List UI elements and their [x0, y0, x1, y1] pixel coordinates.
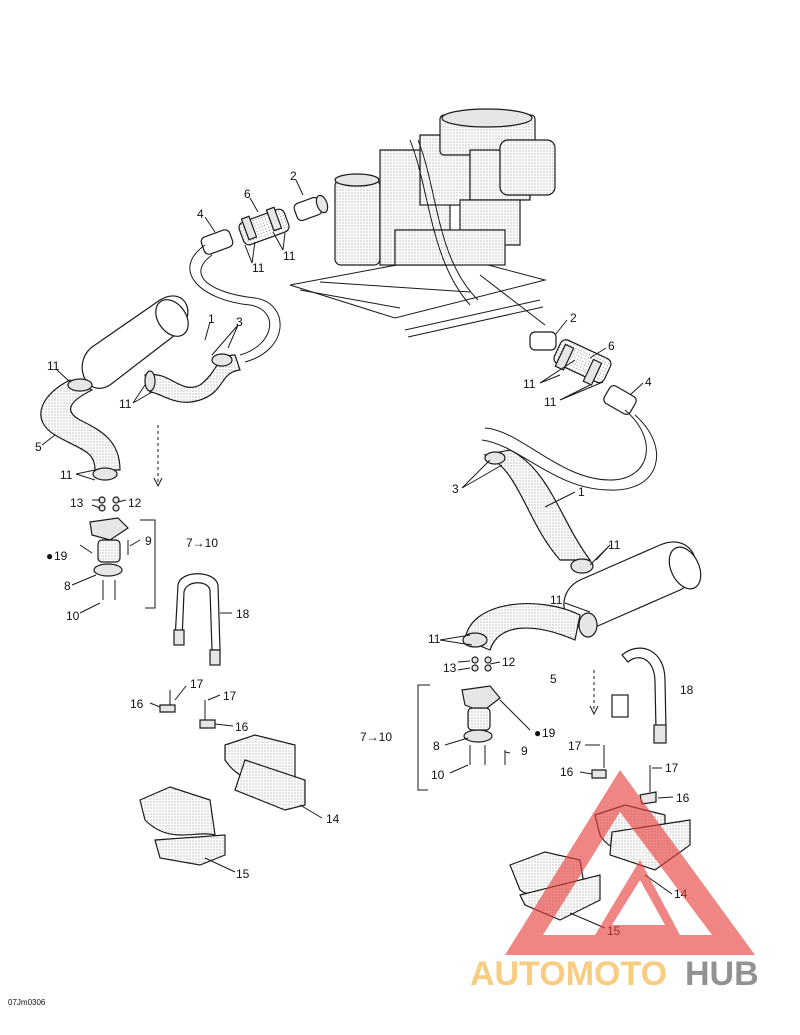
label-16-b: 16 [235, 720, 249, 734]
label-13-right: 13 [443, 661, 457, 675]
label-11-b: 11 [283, 249, 296, 263]
label-11-i: 11 [550, 593, 563, 607]
label-7-10-right: 7→10 [360, 730, 392, 744]
label-17-a: 17 [190, 677, 204, 691]
label-9-right: 9 [521, 744, 528, 758]
drop-icon: ● [534, 726, 541, 740]
label-4-right: 4 [645, 375, 652, 389]
label-4-left: 4 [197, 207, 204, 221]
label-16-d: 16 [676, 791, 690, 805]
label-11-c: 11 [47, 359, 60, 373]
label-7-10-left: 7→10 [186, 536, 218, 550]
label-2-right: 2 [570, 311, 577, 325]
label-11-e: 11 [60, 468, 73, 482]
drop-icon: ● [46, 549, 53, 563]
right-exhaust-hose-assembly [462, 331, 702, 651]
label-5-left: 5 [35, 440, 42, 454]
watermark-text-secondary: HUB [685, 955, 759, 993]
label-11-j: 11 [428, 632, 441, 646]
label-15-left: 15 [236, 867, 250, 881]
label-12-left: 12 [128, 496, 142, 510]
watermark-text-primary: AUTOMOTO [470, 955, 667, 993]
left-exhaust-hose-assembly [40, 194, 329, 488]
label-3-left: 3 [236, 315, 243, 329]
label-11-a: 11 [252, 261, 265, 275]
label-10-right: 10 [431, 768, 445, 782]
label-6-left: 6 [244, 187, 251, 201]
label-16-a: 16 [130, 697, 144, 711]
label-1-left: 1 [208, 312, 215, 326]
label-14-left: 14 [326, 812, 340, 826]
label-19-right: 19 [542, 726, 556, 740]
label-9-left: 9 [145, 534, 152, 548]
label-13-left: 13 [70, 496, 84, 510]
label-10-left: 10 [66, 609, 80, 623]
label-18-right: 18 [680, 683, 694, 697]
label-11-d: 11 [119, 397, 132, 411]
label-11-f: 11 [523, 377, 536, 391]
label-19-left: 19 [54, 549, 68, 563]
label-8-right: 8 [433, 739, 440, 753]
label-17-d: 17 [665, 761, 679, 775]
label-11-h: 11 [608, 538, 621, 552]
label-1-right: 1 [578, 485, 585, 499]
left-fitting-group [79, 496, 306, 866]
label-8-left: 8 [64, 579, 71, 593]
label-5-right: 5 [550, 672, 557, 686]
label-3-right: 3 [452, 482, 459, 496]
leader-lines [41, 179, 674, 929]
reference-code: 07Jm0306 [8, 998, 46, 1007]
label-2-left: 2 [290, 169, 297, 183]
label-16-c: 16 [560, 765, 574, 779]
engine-assembly [289, 108, 556, 338]
label-6-right: 6 [608, 339, 615, 353]
label-12-right: 12 [502, 655, 516, 669]
label-18-left: 18 [236, 607, 250, 621]
label-17-c: 17 [568, 739, 582, 753]
label-17-b: 17 [223, 689, 237, 703]
watermark-logo: AUTOMOTO HUB [470, 770, 759, 993]
label-11-g: 11 [544, 395, 557, 409]
